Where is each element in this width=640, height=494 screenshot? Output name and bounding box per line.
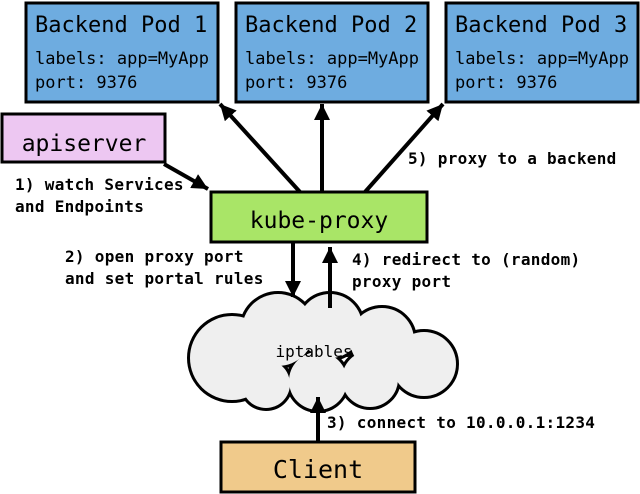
apiserver-box [0,112,167,164]
kube-proxy-box [209,190,429,244]
arrows [163,102,445,442]
iptables-cloud: iptables [187,291,459,413]
arrow-apiserver-to-kubeproxy [163,162,209,191]
client-node: Client [219,440,417,494]
cloud-bump [242,360,290,408]
step1-label-line2: and Endpoints [15,197,144,216]
step3-label: 3) connect to 10.0.0.1:1234 [327,413,595,432]
backend-pod-3-node: Backend Pod 3 labels: app=MyApp port: 93… [444,1,640,104]
backend-pod-1-title: Backend Pod 1 [35,13,207,38]
backend-pod-1-port: port: 9376 [35,73,137,93]
step4-label-line2: proxy port [352,272,451,291]
step2-label-line1: 2) open proxy port [65,247,244,266]
apiserver-node: apiserver [0,112,167,164]
backend-pod-1-box [24,1,220,104]
backend-pod-2-node: Backend Pod 2 labels: app=MyApp port: 93… [234,1,430,104]
backend-pod-1-labels: labels: app=MyApp [35,49,209,69]
step-labels: 1) watch Services and Endpoints 2) open … [15,149,617,432]
backend-pod-3-port: port: 9376 [455,73,557,93]
step1-label-line1: 1) watch Services [15,175,184,194]
backend-pod-2-title: Backend Pod 2 [245,13,417,38]
client-box [219,440,417,494]
cloud-bump [392,332,456,396]
cloud-bump [289,352,347,410]
step2-label-line2: and set portal rules [65,269,264,288]
backend-pod-2-labels: labels: app=MyApp [245,49,419,69]
kube-proxy-node: kube-proxy [209,190,429,244]
client-label: Client [273,455,363,484]
backend-pod-3-labels: labels: app=MyApp [455,49,629,69]
step4-label-line1: 4) redirect to (random) [352,250,580,269]
backend-pod-1-node: Backend Pod 1 labels: app=MyApp port: 93… [24,1,220,104]
arrow-kubeproxy-to-pod1 [218,102,302,194]
arrow-kubeproxy-to-pod3 [363,102,445,194]
backend-pod-2-box [234,1,430,104]
backend-pod-3-box [444,1,640,104]
cloud-bump [342,351,398,407]
backend-pod-3-title: Backend Pod 3 [455,13,627,38]
kube-proxy-label: kube-proxy [250,208,388,234]
cloud-bump [298,294,362,358]
apiserver-label: apiserver [22,131,147,157]
backend-pod-2-port: port: 9376 [245,73,347,93]
step5-label: 5) proxy to a backend [408,149,617,168]
cloud-bump [242,294,314,366]
cloud-fill-layer [190,294,456,410]
iptables-label: iptables [275,342,352,361]
